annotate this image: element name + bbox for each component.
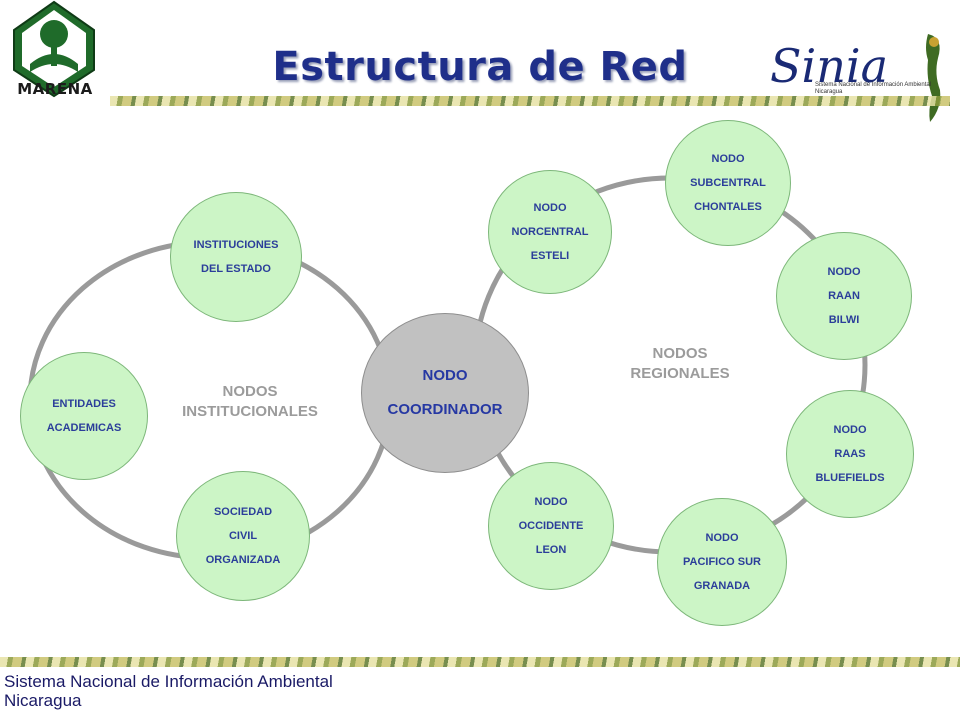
node-entidades-academicas[interactable]: ENTIDADES ACADEMICAS bbox=[20, 352, 148, 480]
node-raan-bilwi[interactable]: NODO RAAN BILWI bbox=[776, 232, 912, 360]
node-label-line: ACADEMICAS bbox=[46, 422, 122, 434]
node-label-line: RAAN bbox=[828, 290, 860, 302]
node-pacifico-sur-granada[interactable]: NODO PACIFICO SUR GRANADA bbox=[657, 498, 787, 626]
node-label-line: RAAS bbox=[834, 448, 866, 460]
node-label-line: NORCENTRAL bbox=[511, 226, 589, 238]
marena-logo bbox=[13, 0, 95, 98]
node-label-line: SUBCENTRAL bbox=[690, 177, 766, 189]
node-label-line: NODO bbox=[422, 367, 468, 384]
node-subcentral-chontales[interactable]: NODO SUBCENTRAL CHONTALES bbox=[665, 120, 791, 246]
footer: Sistema Nacional de Información Ambienta… bbox=[4, 672, 333, 710]
node-label-line: COORDINADOR bbox=[387, 401, 503, 418]
node-label-line: SOCIEDAD bbox=[213, 506, 273, 518]
sinia-subtitle: Sistema Nacional de Información Ambienta… bbox=[815, 82, 932, 95]
node-label-line: CIVIL bbox=[228, 530, 258, 542]
page-title: Estructura de Red bbox=[272, 44, 688, 90]
decorative-band-top bbox=[110, 96, 950, 106]
node-label-line: NODO bbox=[711, 153, 745, 165]
node-label-line: INSTITUCIONES bbox=[193, 239, 279, 251]
node-label-line: ENTIDADES bbox=[52, 398, 116, 410]
node-label-line: DEL ESTADO bbox=[201, 263, 271, 275]
marena-label: MARENA bbox=[17, 80, 93, 98]
node-sociedad-civil-organizada[interactable]: SOCIEDAD CIVIL ORGANIZADA bbox=[176, 471, 310, 601]
node-label-line: BLUEFIELDS bbox=[815, 472, 885, 484]
node-label-line: NODO bbox=[833, 424, 867, 436]
node-label-line: NODO bbox=[827, 266, 861, 278]
sinia-logo-text: Sinia bbox=[770, 39, 888, 93]
node-label-line: NODO bbox=[705, 532, 739, 544]
node-label-line: ORGANIZADA bbox=[205, 554, 281, 566]
group-label-institucionales: NODOS INSTITUCIONALES bbox=[160, 382, 340, 422]
group-label-line: INSTITUCIONALES bbox=[182, 403, 318, 420]
node-label-line: PACIFICO SUR bbox=[682, 556, 762, 568]
node-label-line: GRANADA bbox=[693, 580, 751, 592]
node-label-line: OCCIDENTE bbox=[518, 520, 584, 532]
group-label-line: NODOS bbox=[222, 383, 278, 400]
node-norcentral-esteli[interactable]: NODO NORCENTRAL ESTELI bbox=[488, 170, 612, 294]
node-label-line: NODO bbox=[534, 496, 568, 508]
node-instituciones-del-estado[interactable]: INSTITUCIONES DEL ESTADO bbox=[170, 192, 302, 322]
group-label-regionales: NODOS REGIONALES bbox=[590, 344, 770, 384]
group-label-line: REGIONALES bbox=[630, 365, 730, 382]
node-raas-bluefields[interactable]: NODO RAAS BLUEFIELDS bbox=[786, 390, 914, 518]
node-label-line: CHONTALES bbox=[694, 201, 762, 213]
node-occidente-leon[interactable]: NODO OCCIDENTE LEON bbox=[488, 462, 614, 590]
node-coordinador[interactable]: NODO COORDINADOR bbox=[361, 313, 529, 473]
footer-line-2: Nicaragua bbox=[4, 691, 82, 710]
node-label-line: NODO bbox=[533, 202, 567, 214]
node-label-line: ESTELI bbox=[530, 250, 570, 262]
footer-line-1: Sistema Nacional de Información Ambienta… bbox=[4, 672, 333, 691]
node-label-line: LEON bbox=[535, 544, 567, 556]
decorative-band-bottom bbox=[0, 657, 960, 667]
node-label-line: BILWI bbox=[828, 314, 860, 326]
group-label-line: NODOS bbox=[652, 345, 708, 362]
